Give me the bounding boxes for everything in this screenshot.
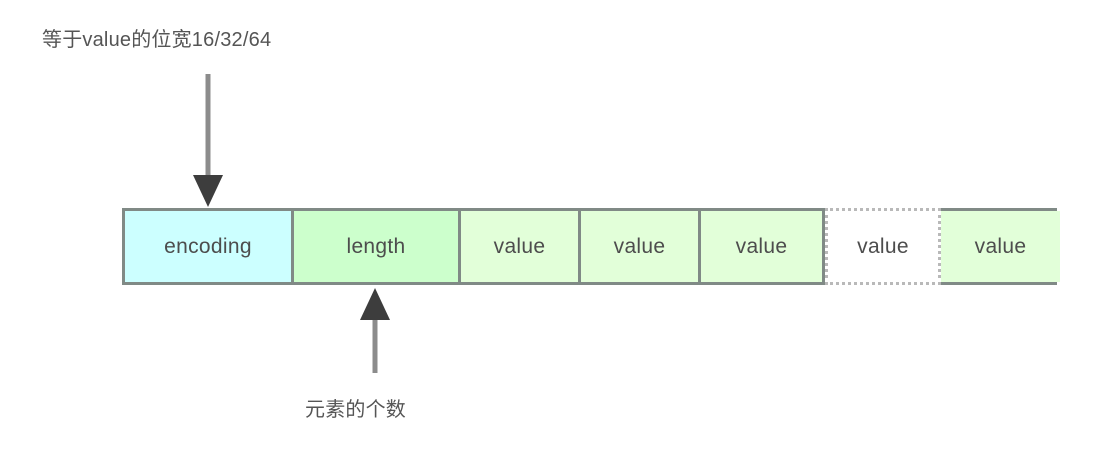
field-cell-label: value	[735, 234, 788, 258]
bottom-arrow-up-icon	[360, 288, 390, 373]
top-arrow-down-icon	[193, 74, 223, 207]
field-cell-length-1: length	[294, 211, 461, 282]
field-cell-label: encoding	[164, 234, 252, 258]
field-cell-value-5: value	[825, 208, 941, 285]
field-cell-label: value	[613, 234, 666, 258]
field-cell-value-6: value	[941, 211, 1060, 282]
field-cell-label: value	[974, 234, 1027, 258]
field-cell-label: value	[493, 234, 546, 258]
top-annotation-label: 等于value的位宽16/32/64	[42, 29, 272, 51]
field-cell-label: length	[346, 234, 406, 258]
field-cell-value-2: value	[461, 211, 581, 282]
field-cell-value-3: value	[581, 211, 701, 282]
field-cell-label: value	[857, 234, 909, 258]
field-cell-value-4: value	[701, 211, 825, 282]
field-cell-encoding-0: encoding	[125, 211, 294, 282]
bottom-annotation-label: 元素的个数	[305, 399, 406, 421]
struct-layout-strip: encoding length value value value value value	[122, 208, 1060, 285]
